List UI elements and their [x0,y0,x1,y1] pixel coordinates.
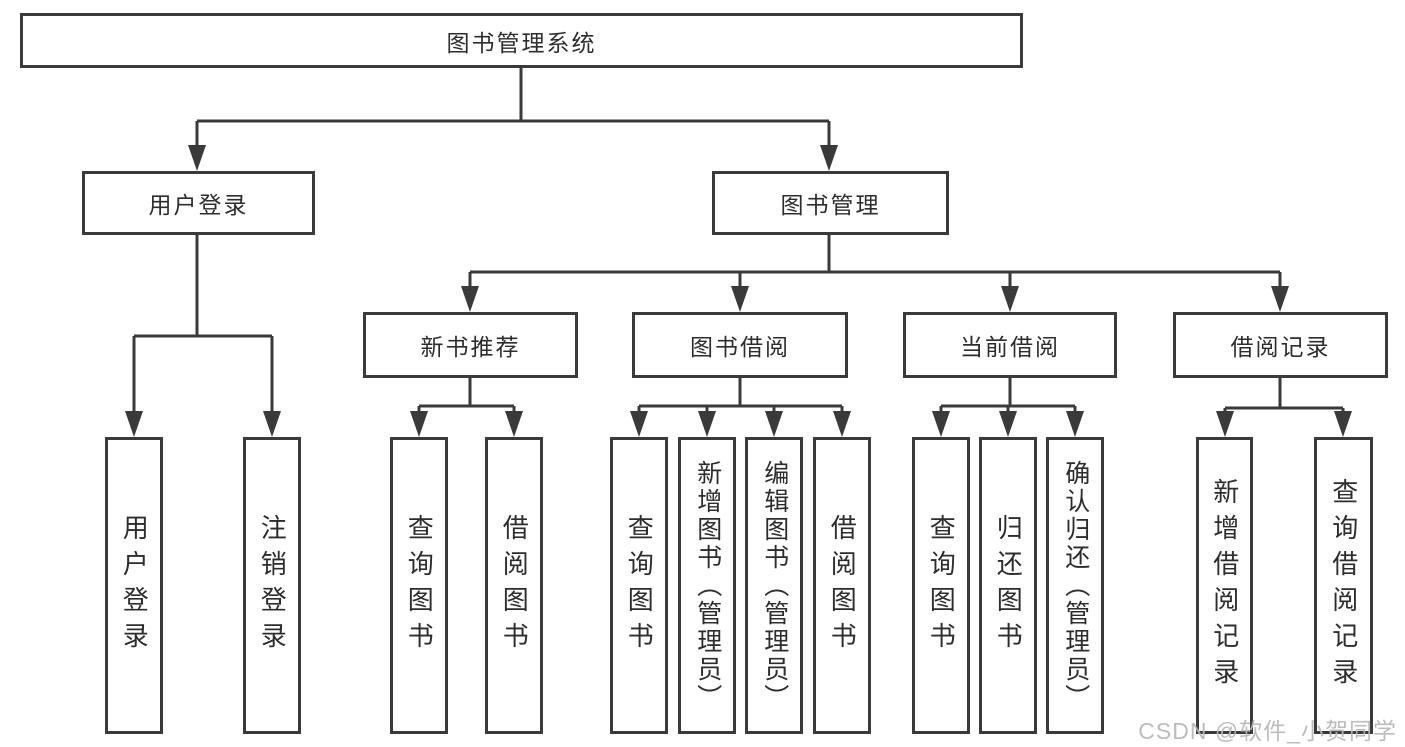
leaf-label: 借阅图书 [499,513,530,658]
leaf-query-books-recommend: 查询图书 [390,437,448,734]
leaf-return-book: 归还图书 [979,437,1037,734]
leaf-label: 新增图书（管理员） [693,459,722,712]
leaf-add-borrow-record: 新增借阅记录 [1196,437,1253,734]
leaf-borrow-books: 借阅图书 [813,437,871,734]
leaf-label: 编辑图书（管理员） [760,459,789,712]
leaf-label: 新增借阅记录 [1209,477,1240,694]
leaf-user-login: 用户登录 [105,437,163,734]
node-current-borrowing: 当前借阅 [903,312,1117,378]
leaf-query-books-borrowing: 查询图书 [610,437,668,734]
leaf-label: 查询图书 [404,513,435,658]
node-borrow-records: 借阅记录 [1173,312,1388,378]
leaf-confirm-return-admin: 确认归还（管理员） [1046,437,1104,734]
leaf-query-borrow-record: 查询借阅记录 [1314,437,1373,734]
leaf-label: 注销登录 [257,513,288,658]
node-user-login: 用户登录 [82,171,315,235]
leaf-label: 查询图书 [624,513,655,658]
leaf-label: 借阅图书 [827,513,858,658]
leaf-add-book-admin: 新增图书（管理员） [678,437,736,734]
leaf-label: 确认归还（管理员） [1061,459,1090,712]
leaf-borrow-books-recommend: 借阅图书 [485,437,543,734]
node-book-borrowing: 图书借阅 [632,312,848,378]
leaf-label: 用户登录 [119,513,150,658]
node-root-system: 图书管理系统 [20,13,1023,68]
leaf-edit-book-admin: 编辑图书（管理员） [745,437,803,734]
leaf-label: 查询图书 [926,513,957,658]
csdn-watermark: CSDN @软件_小贺同学 [1138,718,1397,744]
node-new-book-recommend: 新书推荐 [363,312,578,378]
leaf-logout: 注销登录 [243,437,301,734]
leaf-label: 归还图书 [993,513,1024,658]
node-book-management: 图书管理 [712,171,949,235]
leaf-label: 查询借阅记录 [1328,477,1359,694]
leaf-query-books-current: 查询图书 [912,437,970,734]
